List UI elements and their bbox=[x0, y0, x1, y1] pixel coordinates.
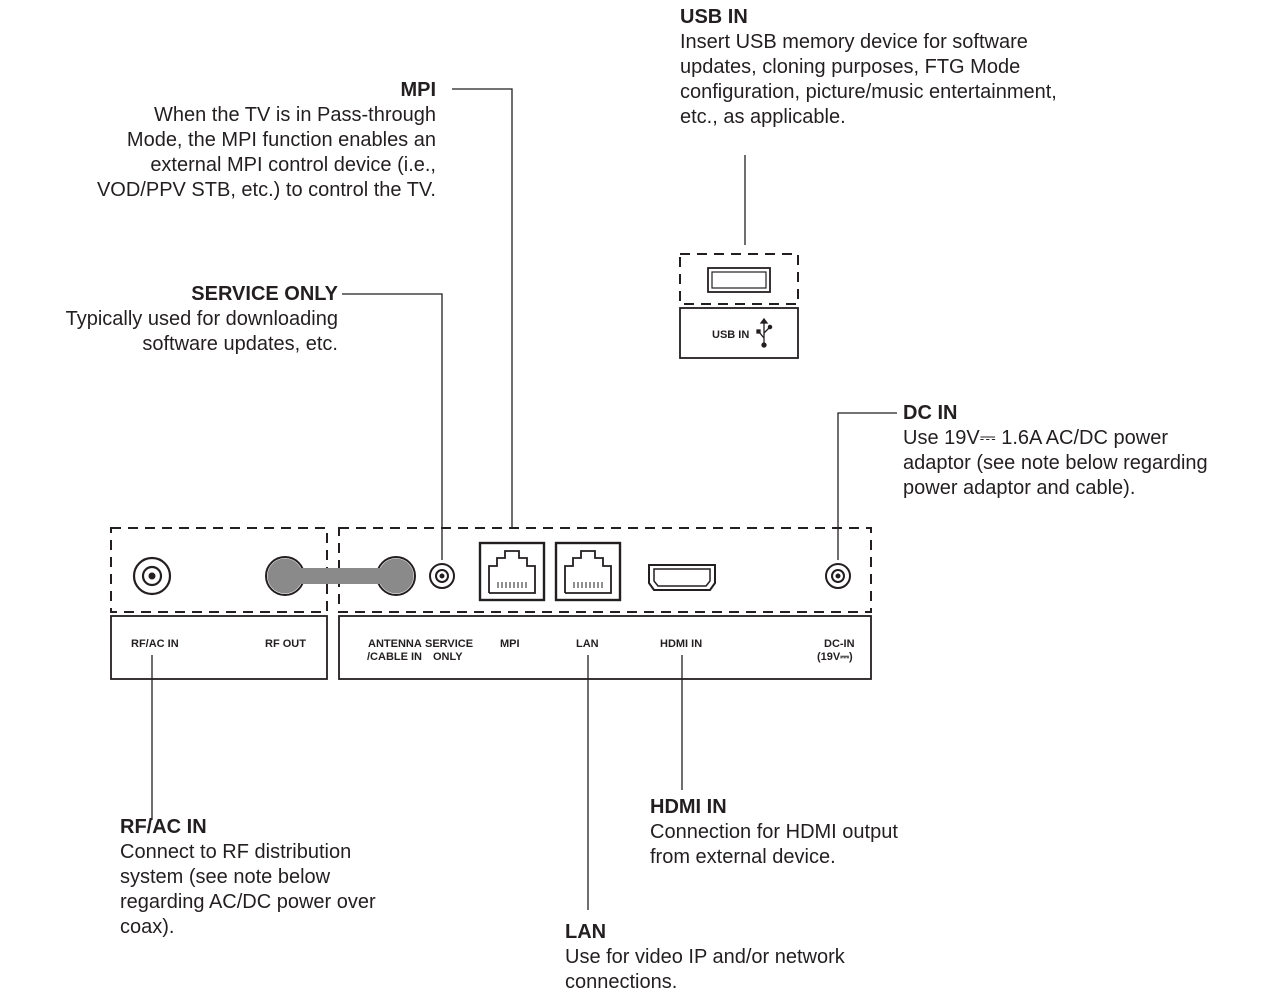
rf-out-panel-label: RF OUT bbox=[265, 638, 306, 650]
dc-in-jack-outer bbox=[825, 563, 851, 589]
rf-ac-in-port-outer bbox=[132, 556, 172, 596]
rf-panel bbox=[110, 527, 328, 680]
main-panel-label-box bbox=[338, 615, 872, 680]
rf-jumper-cable bbox=[265, 556, 416, 596]
jumper-cap-left bbox=[267, 558, 303, 594]
rf-ac-in-callout-title: RF/AC IN bbox=[120, 816, 207, 838]
usb-in-callout-title: USB IN bbox=[680, 6, 748, 28]
usb-in-panel-label: USB IN bbox=[712, 329, 749, 341]
dc-in-jack-inner bbox=[831, 569, 845, 583]
dc-in-leader bbox=[837, 412, 897, 560]
mpi-port-socket bbox=[488, 550, 536, 594]
rf-ac-in-callout-desc: Connect to RF distribution system (see n… bbox=[120, 841, 376, 938]
dc-in-panel-label-1: DC-IN bbox=[824, 638, 855, 650]
dc-in-jack-pin bbox=[835, 573, 841, 579]
lan-callout: LAN Use for video IP and/or network conn… bbox=[565, 920, 845, 995]
mpi-port-contacts bbox=[497, 582, 527, 588]
service-panel-label-1: SERVICE bbox=[425, 638, 473, 650]
dc-in-callout: DC IN Use 19V⎓ 1.6A AC/DC power adaptor … bbox=[903, 401, 1208, 501]
rf-ac-in-panel-label: RF/AC IN bbox=[131, 638, 179, 650]
hdmi-in-callout-desc: Connection for HDMI output from external… bbox=[650, 821, 898, 868]
rf-ac-in-callout: RF/AC IN Connect to RF distribution syst… bbox=[120, 815, 376, 940]
antenna-panel-label-1: ANTENNA bbox=[368, 638, 422, 650]
usb-trident-icon bbox=[756, 317, 773, 348]
hdmi-in-callout-title: HDMI IN bbox=[650, 796, 727, 818]
mpi-port-frame bbox=[478, 541, 546, 602]
service-only-jack-outer bbox=[429, 563, 455, 589]
hdmi-in-callout: HDMI IN Connection for HDMI output from … bbox=[650, 795, 898, 870]
mpi-leader bbox=[452, 88, 513, 528]
usb-in-callout: USB IN Insert USB memory device for soft… bbox=[680, 5, 1057, 130]
mpi-panel-label: MPI bbox=[500, 638, 520, 650]
usb-dashed-frame bbox=[679, 253, 799, 305]
usb-module bbox=[679, 253, 799, 359]
lan-port-contacts bbox=[573, 582, 603, 588]
rf-ac-in-port-inner bbox=[141, 565, 163, 587]
mpi-callout: MPI When the TV is in Pass-through Mode,… bbox=[40, 78, 436, 203]
service-only-callout: SERVICE ONLY Typically used for download… bbox=[0, 282, 338, 357]
hdmi-port-outer bbox=[648, 564, 716, 591]
service-panel-label-2: ONLY bbox=[433, 651, 463, 663]
dc-in-panel-label-2: (19V⎓) bbox=[817, 651, 853, 663]
lan-port-socket bbox=[564, 550, 612, 594]
mpi-callout-desc: When the TV is in Pass-through Mode, the… bbox=[96, 104, 436, 201]
dc-in-callout-title: DC IN bbox=[903, 402, 958, 424]
rf-ac-in-port-pin bbox=[148, 572, 156, 580]
rf-panel-label-box bbox=[110, 615, 328, 680]
hdmi-port-inner bbox=[653, 568, 711, 587]
hdmi-in-panel-label: HDMI IN bbox=[660, 638, 702, 650]
lan-callout-title: LAN bbox=[565, 921, 607, 943]
usb-in-callout-desc: Insert USB memory device for software up… bbox=[680, 31, 1057, 128]
mpi-callout-title: MPI bbox=[400, 79, 436, 101]
service-only-leader bbox=[342, 293, 443, 560]
antenna-panel-label-2: /CABLE IN bbox=[367, 651, 422, 663]
lan-panel-label: LAN bbox=[576, 638, 599, 650]
dc-in-callout-desc: Use 19V⎓ 1.6A AC/DC power adaptor (see n… bbox=[903, 427, 1208, 499]
usb-port-inner bbox=[711, 271, 767, 289]
service-only-callout-desc: Typically used for downloading software … bbox=[65, 308, 338, 355]
usb-port-outer bbox=[707, 267, 771, 293]
service-only-jack-pin bbox=[439, 573, 445, 579]
lan-port-frame bbox=[554, 541, 622, 602]
lan-callout-desc: Use for video IP and/or network connecti… bbox=[565, 946, 845, 993]
jumper-cap-right bbox=[378, 558, 414, 594]
service-only-jack-inner bbox=[435, 569, 449, 583]
leader-lines bbox=[151, 88, 897, 910]
service-only-callout-title: SERVICE ONLY bbox=[191, 283, 338, 305]
usb-label-box bbox=[679, 307, 799, 359]
